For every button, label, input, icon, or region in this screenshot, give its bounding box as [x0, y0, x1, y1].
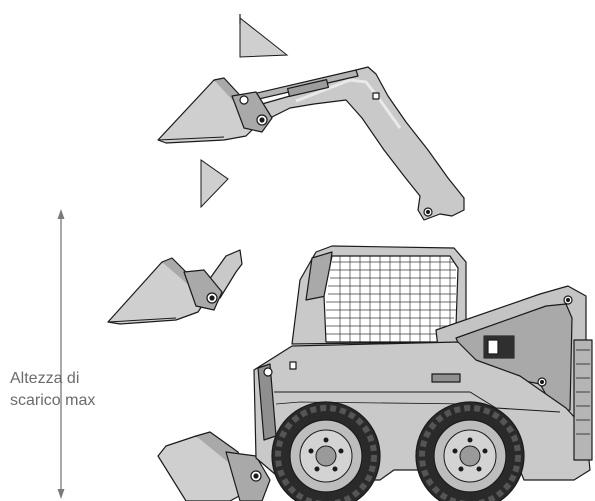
dump-height-label: Altezza di scarico max	[10, 368, 150, 412]
raised-lift-arm	[157, 66, 465, 221]
cab-mesh	[326, 256, 456, 342]
dump-height-label-line2: scarico max	[10, 392, 96, 409]
front-wheel	[271, 401, 381, 501]
mid-height-bucket	[107, 249, 243, 325]
angle-marker-middle	[200, 159, 229, 209]
dump-height-label-line1: Altezza di	[10, 370, 80, 387]
dump-height-arrow	[57, 209, 65, 499]
angle-marker-top	[239, 14, 289, 58]
lowered-bucket	[157, 431, 271, 501]
rear-wheel	[415, 401, 525, 501]
